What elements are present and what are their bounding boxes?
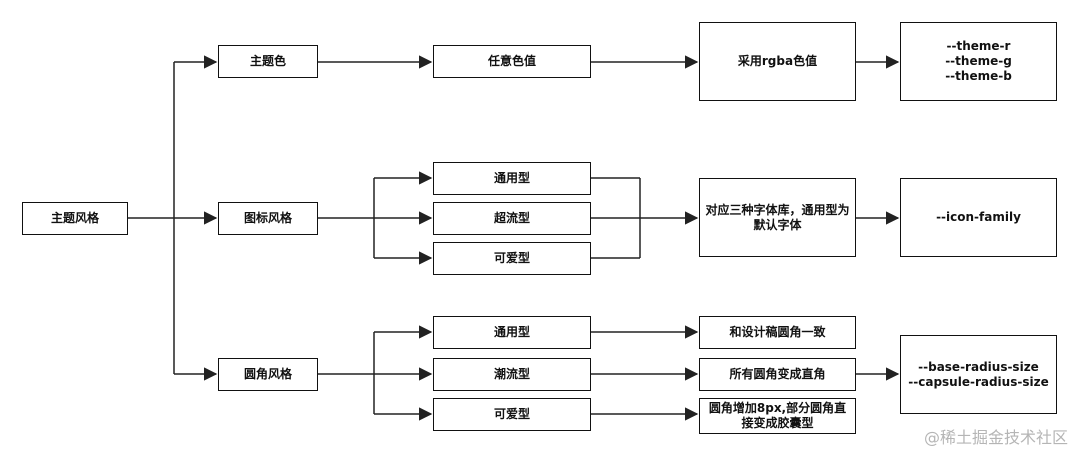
icon-fonts-label: 对应三种字体库，通用型为 默认字体 — [705, 202, 850, 232]
icon-cute-label: 可爱型 — [493, 251, 530, 265]
radius-general-label: 通用型 — [493, 325, 530, 339]
radius-square-label: 所有圆角变成直角 — [729, 367, 826, 381]
icon-general-label: 通用型 — [493, 171, 530, 185]
radius-square-node: 所有圆角变成直角 — [699, 358, 856, 391]
radius-style-node: 圆角风格 — [218, 358, 318, 391]
theme-color-label: 主题色 — [249, 54, 286, 68]
icon-style-label: 图标风格 — [243, 211, 292, 225]
rgba-label: 采用rgba色值 — [737, 54, 818, 68]
icon-general-node: 通用型 — [433, 162, 591, 195]
icon-var-label: --icon-family — [936, 210, 1021, 224]
radius-capsule-label: 圆角增加8px,部分圆角直 接变成胶囊型 — [708, 401, 847, 430]
radius-cute-node: 可爱型 — [433, 398, 591, 431]
theme-vars-label: --theme-r --theme-g --theme-b — [945, 39, 1012, 83]
root-node-label: 主题风格 — [50, 211, 99, 225]
radius-cute-label: 可爱型 — [493, 407, 530, 421]
radius-capsule-node: 圆角增加8px,部分圆角直 接变成胶囊型 — [699, 398, 856, 434]
theme-vars-node: --theme-r --theme-g --theme-b — [900, 22, 1057, 101]
watermark: @稀土掘金技术社区 — [923, 428, 1068, 447]
radius-vars-node: --base-radius-size --capsule-radius-size — [900, 335, 1057, 414]
any-color-label: 任意色值 — [487, 54, 536, 68]
radius-trend-label: 潮流型 — [493, 367, 530, 381]
icon-trend-node: 超流型 — [433, 202, 591, 235]
radius-design-label: 和设计稿圆角一致 — [729, 325, 826, 339]
icon-cute-node: 可爱型 — [433, 242, 591, 275]
radius-design-node: 和设计稿圆角一致 — [699, 316, 856, 349]
radius-style-label: 圆角风格 — [243, 367, 292, 381]
icon-trend-label: 超流型 — [493, 211, 530, 225]
radius-general-node: 通用型 — [433, 316, 591, 349]
icon-var-node: --icon-family — [900, 178, 1057, 257]
icon-fonts-node: 对应三种字体库，通用型为 默认字体 — [699, 178, 856, 257]
radius-vars-label: --base-radius-size --capsule-radius-size — [908, 359, 1049, 389]
root-node: 主题风格 — [22, 202, 128, 235]
icon-style-node: 图标风格 — [218, 202, 318, 235]
theme-color-node: 主题色 — [218, 45, 318, 78]
rgba-node: 采用rgba色值 — [699, 22, 856, 101]
any-color-node: 任意色值 — [433, 45, 591, 78]
radius-trend-node: 潮流型 — [433, 358, 591, 391]
